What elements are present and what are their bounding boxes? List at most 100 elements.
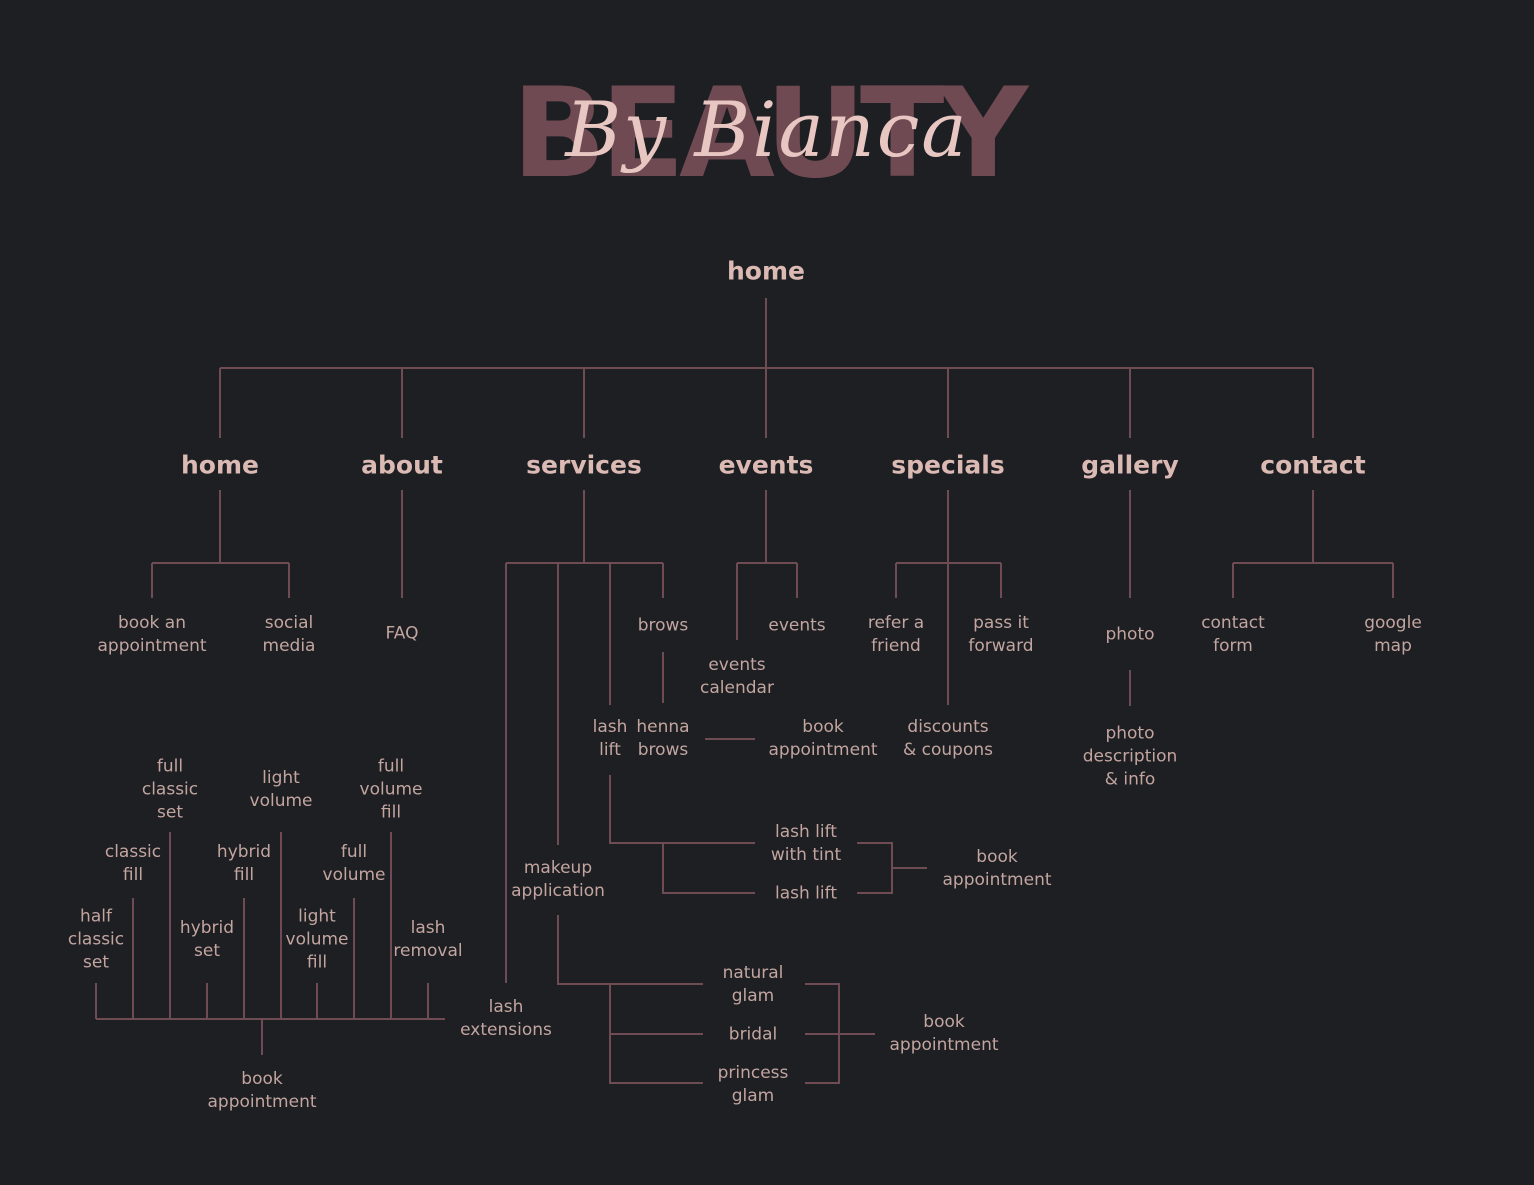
node-label-line: volume — [322, 865, 386, 885]
node-events-calendar: events calendar — [700, 654, 774, 700]
node-lash-lift-with-tint: lash lift with tint — [771, 821, 841, 867]
node-label-line: glam — [731, 1086, 775, 1106]
node-label-line: removal — [393, 941, 463, 961]
node-label-line: events — [708, 655, 766, 675]
node-label-line: appointment — [97, 636, 207, 656]
node-label-line: with tint — [770, 845, 842, 865]
node-label-line: classic — [104, 842, 162, 862]
node-label-line: lash lift — [775, 883, 837, 904]
node-label-line: hybrid — [179, 918, 235, 938]
node-label-line: book an — [117, 613, 187, 633]
node-book-an-appointment: book an appointment — [97, 612, 206, 658]
node-label-line: photo — [1105, 723, 1155, 744]
node-lash-extensions: lash extensions — [460, 996, 552, 1042]
node-label-line: FAQ — [385, 623, 419, 644]
node-label-line: classic — [67, 929, 125, 950]
node-label-line: social — [264, 613, 314, 633]
node-label-line: light — [298, 906, 336, 927]
node-label-line: set — [83, 952, 109, 973]
node-label-line: book — [976, 847, 1018, 867]
node-label-line: light — [262, 768, 300, 788]
node-label-line: lash — [592, 717, 628, 737]
node-label-line: half — [80, 906, 112, 927]
node-discounts-coupons: discounts& coupons — [903, 716, 993, 762]
node-label-line: friend — [871, 636, 921, 656]
node-label-line: google — [1364, 613, 1422, 633]
node-label-line: classic — [141, 779, 199, 800]
node-label-line: princess — [717, 1063, 789, 1083]
node-label-line: extensions — [460, 1020, 552, 1040]
node-label-line: set — [194, 941, 220, 961]
node-label-line: book — [923, 1012, 965, 1032]
node-label-line: full — [156, 756, 184, 777]
node-label-line: lash lift — [775, 822, 837, 842]
node-label-line: media — [262, 636, 316, 656]
node-hybrid-fill: hybrid fill — [217, 841, 271, 887]
node-home: home — [181, 450, 259, 480]
node-label-line: contact — [1201, 613, 1265, 633]
node-label-line: forward — [968, 636, 1034, 656]
node-label-line: glam — [731, 986, 775, 1006]
node-photo: photo — [1105, 624, 1154, 647]
node-label-line: fill — [122, 865, 144, 885]
node-label-line: fill — [380, 802, 402, 823]
node-specials: specials — [891, 450, 1005, 480]
node-label-line: volume — [285, 929, 349, 950]
node-label-line: & coupons — [902, 740, 994, 760]
node-princess-glam: princess glam — [718, 1062, 789, 1108]
node-lashlift-book-appointment: book appointment — [942, 846, 1051, 892]
node-events: events — [718, 450, 814, 480]
node-label-line: set — [157, 802, 183, 823]
logo-script: By Bianca — [565, 85, 969, 174]
node-makeup-book-appointment: book appointment — [889, 1011, 998, 1057]
node-label-line: makeup — [523, 858, 593, 878]
node-label-line: calendar — [700, 678, 774, 698]
node-label-line: volume — [249, 791, 313, 811]
node-hybrid-set: hybrid set — [180, 917, 234, 963]
node-label-line: map — [1374, 636, 1412, 656]
node-social-media: social media — [263, 612, 316, 658]
node-label-line: appointment — [768, 740, 878, 760]
node-label-line: form — [1213, 636, 1253, 656]
node-lash-lift: lash lift — [593, 716, 628, 762]
node-about: about — [361, 450, 443, 480]
node-full-volume: full volume — [323, 841, 386, 887]
node-events-leaf: events — [768, 615, 825, 638]
node-bridal: bridal — [729, 1024, 777, 1047]
node-light-volume: light volume — [250, 767, 313, 813]
node-label-line: hybrid — [216, 842, 272, 862]
node-services: services — [526, 450, 642, 480]
node-label-line: brows — [637, 740, 689, 760]
node-label-line: full — [377, 756, 405, 777]
node-label-line: full — [340, 842, 368, 862]
node-label-line: pass it — [973, 613, 1029, 633]
node-label-line: fill — [233, 865, 255, 885]
node-root-home: home — [727, 256, 805, 286]
node-label-line: natural — [722, 963, 784, 983]
node-label-line: appointment — [889, 1035, 999, 1055]
node-label-line: & info — [1104, 769, 1156, 790]
node-label-line: lash — [488, 997, 524, 1017]
node-label-line: book — [802, 717, 844, 737]
node-gallery: gallery — [1081, 450, 1179, 480]
node-label-line: henna — [636, 717, 690, 737]
node-natural-glam: natural glam — [723, 962, 784, 1008]
node-label-line: description — [1082, 746, 1178, 767]
node-brows-book-appointment: book appointment — [768, 716, 877, 762]
node-google-map: google map — [1364, 612, 1422, 658]
node-label-line: brows — [637, 615, 689, 636]
node-classic-fill: classic fill — [105, 841, 161, 887]
node-label-line: lift — [599, 740, 621, 760]
node-label-line: events — [768, 615, 826, 636]
node-brows: brows — [638, 615, 689, 638]
node-label-line: appointment — [942, 870, 1052, 890]
